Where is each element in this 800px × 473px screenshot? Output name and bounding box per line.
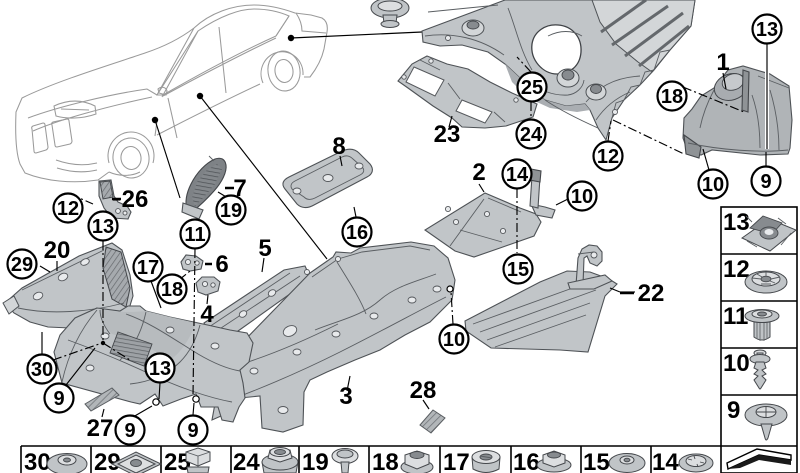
svg-text:4: 4: [200, 301, 214, 328]
svg-text:20: 20: [44, 237, 71, 264]
svg-text:13: 13: [92, 216, 114, 238]
svg-text:24: 24: [520, 124, 543, 146]
svg-text:10: 10: [702, 174, 724, 196]
svg-text:24: 24: [233, 449, 260, 473]
svg-text:15: 15: [507, 259, 529, 281]
svg-text:27: 27: [87, 415, 114, 442]
svg-text:9: 9: [187, 420, 198, 442]
svg-text:13: 13: [756, 19, 778, 41]
svg-text:30: 30: [31, 359, 53, 381]
svg-text:17: 17: [137, 257, 159, 279]
svg-text:14: 14: [506, 164, 529, 186]
svg-text:22: 22: [638, 280, 665, 307]
svg-text:3: 3: [339, 383, 352, 410]
svg-text:13: 13: [149, 358, 171, 380]
svg-text:8: 8: [332, 133, 345, 160]
svg-text:9: 9: [727, 397, 740, 424]
svg-text:18: 18: [161, 279, 183, 301]
svg-text:9: 9: [124, 420, 135, 442]
svg-text:23: 23: [434, 121, 461, 148]
svg-text:12: 12: [723, 256, 750, 283]
svg-text:14: 14: [652, 449, 679, 473]
svg-text:15: 15: [583, 449, 610, 473]
svg-text:18: 18: [372, 449, 399, 473]
svg-text:1: 1: [716, 49, 729, 76]
svg-text:16: 16: [346, 222, 368, 244]
svg-text:29: 29: [94, 449, 121, 473]
svg-text:7: 7: [233, 175, 246, 202]
svg-text:17: 17: [443, 449, 470, 473]
svg-text:10: 10: [443, 329, 465, 351]
svg-text:19: 19: [220, 200, 242, 222]
svg-text:25: 25: [521, 77, 543, 99]
svg-text:18: 18: [661, 86, 683, 108]
svg-text:10: 10: [723, 350, 750, 377]
svg-text:11: 11: [723, 303, 748, 330]
svg-text:16: 16: [513, 449, 540, 473]
svg-text:10: 10: [571, 186, 593, 208]
svg-text:28: 28: [410, 377, 437, 404]
svg-text:9: 9: [760, 171, 771, 193]
svg-text:2: 2: [472, 159, 485, 186]
svg-text:26: 26: [122, 186, 149, 213]
svg-text:9: 9: [53, 388, 64, 410]
svg-text:12: 12: [57, 198, 79, 220]
svg-text:30: 30: [24, 449, 51, 473]
svg-text:19: 19: [302, 449, 329, 473]
svg-text:12: 12: [597, 146, 619, 168]
svg-text:6: 6: [215, 251, 228, 278]
svg-text:11: 11: [184, 224, 205, 246]
svg-text:13: 13: [723, 209, 750, 236]
svg-text:5: 5: [258, 235, 271, 262]
svg-text:29: 29: [11, 254, 33, 276]
